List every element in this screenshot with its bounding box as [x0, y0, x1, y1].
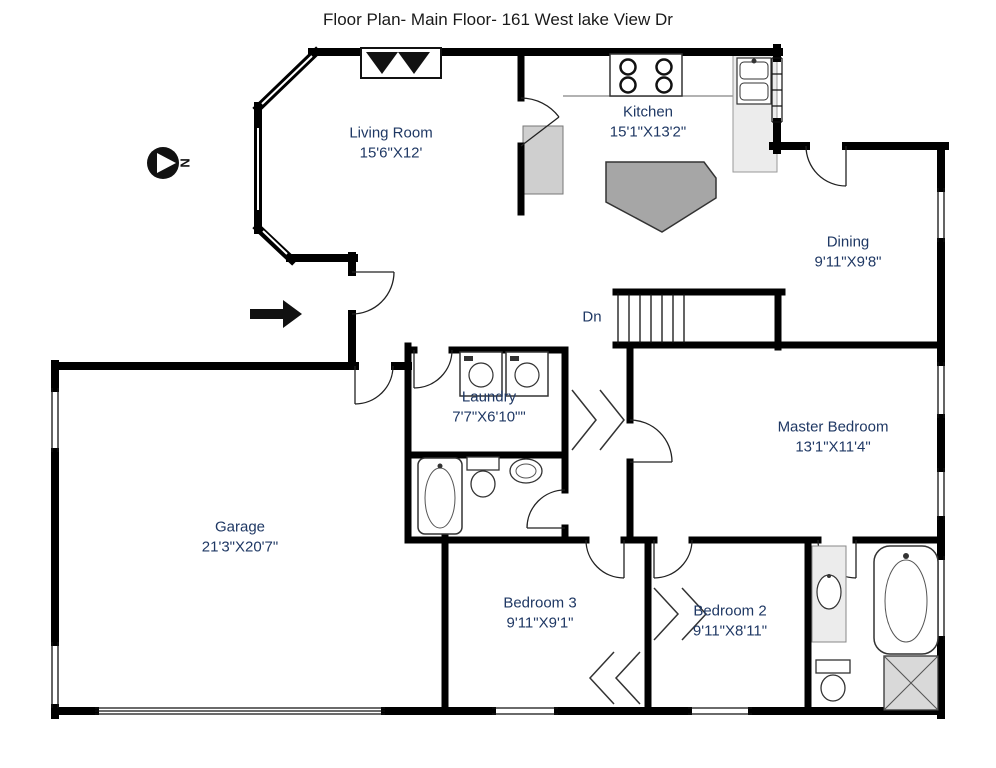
sink-icon [509, 458, 543, 484]
room-label-master: Master Bedroom 13'1"X11'4" [778, 418, 889, 457]
stairs [617, 293, 685, 344]
room-label-bedroom3: Bedroom 3 9'11"X9'1" [503, 594, 576, 633]
room-dims: 15'6"X12' [359, 144, 423, 161]
room-dims: 7'7"X6'10"" [452, 408, 526, 425]
room-name: Bedroom 2 [693, 602, 767, 620]
room-label-laundry: Laundry 7'7"X6'10"" [452, 388, 525, 427]
room-dims: 9'11"X8'11" [692, 622, 768, 639]
stove-icon [609, 53, 683, 97]
garden-tub-icon [873, 545, 939, 655]
room-label-kitchen: Kitchen 15'1"X13'2" [610, 103, 686, 142]
entry-arrow-icon [250, 300, 302, 328]
room-name: Master Bedroom [777, 418, 889, 436]
refrigerator-icon [522, 125, 564, 195]
closet-doors [571, 389, 708, 705]
room-dims: 15'1"X13'2" [609, 123, 687, 140]
master-toilet-icon [815, 659, 851, 702]
bay-window-glazing [257, 55, 313, 255]
room-dims: 13'1"X11'4" [795, 438, 871, 455]
room-dims: 9'11"X9'8" [814, 253, 882, 270]
garage-door [95, 707, 385, 715]
page-title: Floor Plan- Main Floor- 161 West lake Vi… [323, 10, 673, 29]
stairs-down-label: Dn [582, 308, 602, 326]
room-label-living: Living Room 15'6"X12' [349, 124, 432, 163]
interior-walls [404, 48, 945, 715]
room-label-dining: Dining 9'11"X9'8" [815, 233, 882, 272]
room-name: Bedroom 3 [503, 594, 577, 612]
toilet-icon [466, 456, 500, 498]
washer-icon [459, 351, 503, 397]
shower-icon [883, 655, 939, 711]
room-name: Laundry [461, 388, 517, 406]
kitchen-window [771, 57, 783, 123]
room-dims: 21'3"X20'7" [201, 538, 279, 555]
room-dims: 9'11"X9'1" [506, 614, 574, 631]
bathtub-icon [417, 457, 463, 535]
room-name: Dining [826, 233, 870, 251]
room-name: Kitchen [622, 103, 674, 121]
north-compass: N [147, 147, 193, 179]
room-label-bedroom2: Bedroom 2 9'11"X8'11" [693, 602, 767, 641]
vanity-sink-icon [811, 545, 847, 643]
fireplace-icon [360, 47, 442, 79]
kitchen-island [605, 161, 717, 233]
dryer-icon [505, 351, 549, 397]
room-name: Living Room [349, 124, 433, 142]
room-label-garage: Garage 21'3"X20'7" [202, 518, 278, 557]
room-name: Garage [214, 518, 266, 536]
compass-north-label: N [178, 158, 193, 167]
kitchen-sink-icon [736, 57, 772, 105]
windows [51, 55, 945, 715]
